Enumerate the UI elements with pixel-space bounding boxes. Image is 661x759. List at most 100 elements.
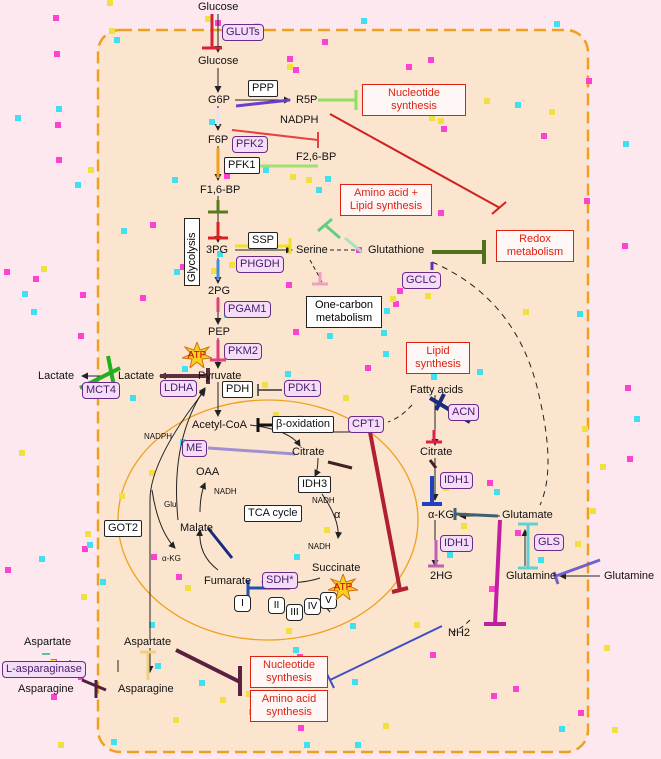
confetti-square (31, 309, 37, 315)
confetti-square (484, 98, 490, 104)
confetti-square (53, 15, 59, 21)
confetti-square (88, 167, 94, 173)
confetti-square (322, 39, 328, 45)
glutamate-label: Glutamate (502, 509, 553, 521)
phgdh-enzyme: PHGDH (236, 256, 284, 273)
confetti-square (54, 51, 60, 57)
confetti-square (582, 426, 588, 432)
nadph-mid-label: NADPH (144, 432, 173, 441)
3pg-label: 3PG (206, 244, 229, 256)
confetti-square (487, 480, 493, 486)
confetti-square (41, 266, 47, 272)
confetti-square (324, 527, 330, 533)
confetti-square (149, 622, 155, 628)
confetti-square (350, 623, 356, 629)
confetti-square (55, 122, 61, 128)
akg-small-label: α-KG (162, 554, 181, 563)
confetti-square (262, 382, 268, 388)
confetti-square (81, 594, 87, 600)
confetti-square (263, 167, 269, 173)
confetti-square (224, 173, 230, 179)
confetti-square (438, 118, 444, 124)
glu-label: Glu (164, 500, 177, 509)
cpt1-enzyme: CPT1 (348, 416, 385, 433)
confetti-square (109, 28, 115, 34)
confetti-square (82, 546, 88, 552)
confetti-square (352, 679, 358, 685)
confetti-square (397, 288, 403, 294)
confetti-square (549, 109, 555, 115)
confetti-square (287, 56, 293, 62)
confetti-square (285, 371, 291, 377)
confetti-square (600, 464, 606, 470)
confetti-square (199, 680, 205, 686)
got2-box: GOT2 (104, 520, 142, 537)
confetti-square (590, 508, 596, 514)
nadh-label-1: NADH (214, 487, 237, 496)
nadph-top-label: NADPH (280, 114, 319, 126)
ppp-box: PPP (248, 80, 279, 97)
nh2-label: NH2 (448, 627, 471, 639)
gluts-enzyme: GLUTs (222, 24, 264, 41)
confetti-square (174, 269, 180, 275)
confetti-square (185, 585, 191, 591)
confetti-square (578, 710, 584, 716)
confetti-square (5, 567, 11, 573)
malate-label: Malate (180, 522, 214, 534)
confetti-square (100, 579, 106, 585)
confetti-square (172, 177, 178, 183)
confetti-square (114, 37, 120, 43)
atp-burst-glycolysis: ATP (182, 342, 212, 368)
r5p-label: R5P (296, 94, 318, 106)
confetti-square (150, 222, 156, 228)
confetti-square (365, 365, 371, 371)
confetti-square (246, 691, 252, 697)
confetti-square (220, 697, 226, 703)
confetti-square (494, 489, 500, 495)
confetti-square (584, 198, 590, 204)
pyruvate-label: Pyruvate (198, 370, 242, 382)
confetti-square (604, 645, 610, 651)
confetti-square (75, 182, 81, 188)
asparagine-intracellular-label: Asparagine (118, 683, 174, 695)
confetti-square (523, 309, 529, 315)
confetti-square (85, 531, 91, 537)
confetti-square (119, 493, 125, 499)
confetti-square (491, 693, 497, 699)
atp-burst-etc: ATP (328, 574, 358, 600)
nadh-label-3: NADH (308, 542, 331, 551)
pgam1-enzyme: PGAM1 (224, 301, 271, 318)
confetti-square (293, 329, 299, 335)
confetti-square (447, 552, 453, 558)
pdh-box: PDH (222, 381, 254, 398)
confetti-square (625, 385, 631, 391)
confetti-square (414, 622, 420, 628)
confetti-square (513, 686, 519, 692)
confetti-square (4, 269, 10, 275)
g6p-label: G6P (208, 94, 231, 106)
ldha-enzyme: LDHA (160, 380, 198, 397)
2pg-label: 2PG (208, 285, 231, 297)
l-asparaginase-enzyme: L-asparaginase (2, 661, 86, 678)
confetti-square (428, 57, 434, 63)
confetti-square (515, 530, 521, 536)
confetti-square (176, 574, 182, 580)
atp-label-glycolysis: ATP (187, 350, 207, 361)
pfk1-box: PFK1 (224, 157, 260, 174)
sdh-enzyme: SDH* (262, 572, 298, 589)
me-enzyme: ME (182, 440, 207, 457)
f6p-label: F6P (208, 134, 229, 146)
f16bp-label: F1,6-BP (200, 184, 241, 196)
confetti-square (58, 742, 64, 748)
confetti-square (293, 647, 299, 653)
confetti-square (554, 21, 560, 27)
ssp-box: SSP (248, 232, 279, 249)
idh1-upper-enzyme: IDH1 (440, 472, 474, 489)
mct4-enzyme: MCT4 (82, 382, 120, 399)
confetti-square (623, 141, 629, 147)
confetti-square (304, 742, 310, 748)
confetti-square (477, 369, 483, 375)
confetti-square (211, 268, 217, 274)
fumarate-label: Fumarate (204, 575, 252, 587)
confetti-square (612, 727, 618, 733)
